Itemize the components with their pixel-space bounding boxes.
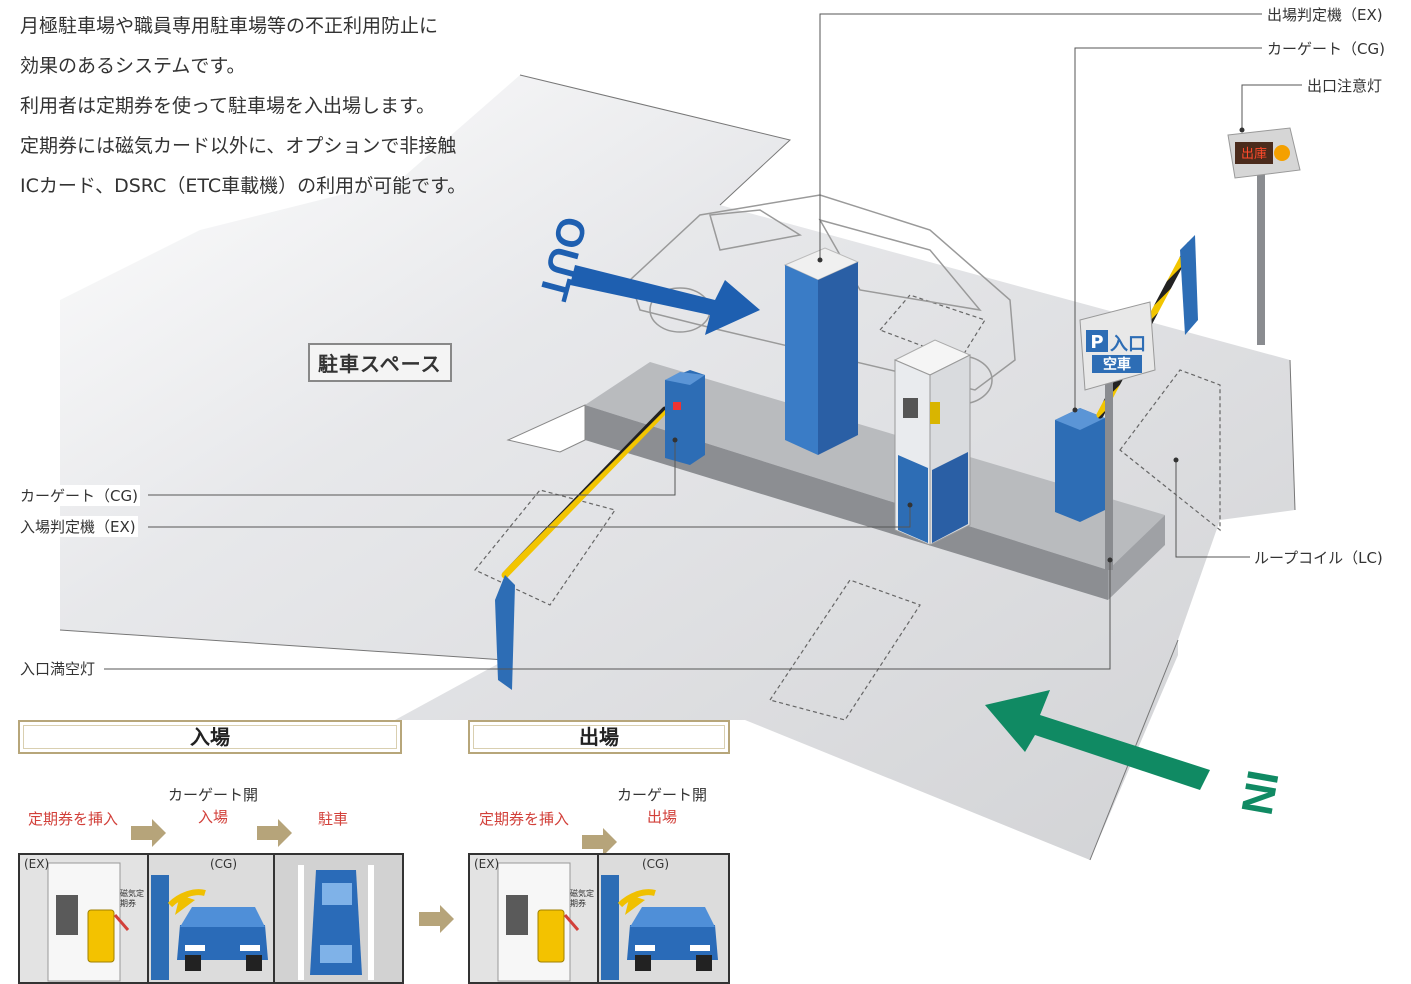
center-island bbox=[506, 362, 1165, 600]
intro-line: 効果のあるシステムです。 bbox=[20, 55, 246, 77]
intro-line: 定期券には磁気カード以外に、オプションで非接触 bbox=[20, 135, 457, 157]
in-arrow-label: IN bbox=[1231, 767, 1287, 819]
entry-header: 入場 bbox=[18, 720, 402, 754]
exit-tag-card: 磁気定期券 bbox=[570, 889, 594, 908]
exit-step-insert: 定期券を挿入 bbox=[479, 810, 570, 828]
svg-text:空車: 空車 bbox=[1103, 356, 1131, 373]
entry-step-gate-open-top: カーゲート開 bbox=[167, 786, 258, 804]
entry-step-gate-open-bottom: 入場 bbox=[197, 808, 228, 826]
entry-step-insert: 定期券を挿入 bbox=[28, 810, 119, 828]
exit-step-gate-open: カーゲート開 出場 bbox=[612, 784, 712, 828]
exit-step-gate-open-bottom: 出場 bbox=[646, 808, 677, 826]
svg-text:入口: 入口 bbox=[1110, 334, 1146, 355]
out-arrow bbox=[570, 265, 760, 335]
exit-tag-cg: (CG) bbox=[642, 857, 670, 871]
exit-illustration-panel: (EX) (CG) 磁気定期券 bbox=[468, 853, 730, 984]
exit-machine-column bbox=[783, 247, 860, 455]
entrance-vacancy-sign: P 入口 空車 bbox=[1079, 301, 1156, 570]
step-arrows bbox=[131, 819, 617, 933]
in-arrow bbox=[985, 690, 1210, 790]
entry-illustration-panel: (EX) (CG) 磁気定期券 bbox=[18, 853, 404, 984]
entry-tag-cg: (CG) bbox=[210, 857, 238, 871]
exit-gate bbox=[1055, 235, 1198, 522]
intro-line: ICカード、DSRC（ETC車載機）の利用が可能です。 bbox=[20, 175, 467, 197]
callout-car-gate-right: カーゲート（CG) bbox=[1265, 38, 1387, 59]
entry-step-park: 駐車 bbox=[318, 810, 349, 828]
svg-text:P: P bbox=[1090, 332, 1103, 353]
entry-gate-barrier bbox=[495, 370, 705, 690]
intro-line: 月極駐車場や職員専用駐車場等の不正利用防止に bbox=[20, 15, 439, 37]
callout-exit-machine: 出場判定機（EX) bbox=[1265, 4, 1385, 25]
callout-loop-coil: ループコイル（LC) bbox=[1252, 547, 1385, 568]
loop-coil-entry bbox=[474, 489, 616, 606]
callout-entry-vacancy-light: 入口満空灯 bbox=[18, 658, 98, 679]
loop-coil-exit bbox=[1119, 369, 1221, 532]
intro-text: 月極駐車場や職員専用駐車場等の不正利用防止に 効果のあるシステムです。 利用者は… bbox=[20, 6, 520, 206]
parking-space-label: 駐車スペース bbox=[308, 343, 452, 382]
callout-leaders bbox=[104, 13, 1302, 670]
entry-panel-art bbox=[20, 855, 402, 982]
intro-line: 利用者は定期券を使って駐車場を入出場します。 bbox=[20, 95, 436, 117]
exit-warning-light: 出庫 bbox=[1227, 127, 1301, 345]
entry-step-gate-open: カーゲート開 入場 bbox=[163, 784, 263, 828]
entry-tag-ex: (EX) bbox=[24, 857, 50, 871]
callout-exit-warning-light: 出口注意灯 bbox=[1305, 75, 1385, 96]
svg-text:出庫: 出庫 bbox=[1241, 147, 1267, 162]
ticket-machine bbox=[893, 339, 972, 546]
exit-header: 出場 bbox=[468, 720, 730, 754]
exit-tag-ex: (EX) bbox=[474, 857, 500, 871]
entry-tag-card: 磁気定期券 bbox=[120, 889, 144, 908]
exit-panel-art bbox=[470, 855, 728, 982]
callout-entry-machine: 入場判定機（EX) bbox=[18, 516, 138, 537]
exit-step-gate-open-top: カーゲート開 bbox=[616, 786, 707, 804]
callout-car-gate-left: カーゲート（CG) bbox=[18, 485, 140, 506]
